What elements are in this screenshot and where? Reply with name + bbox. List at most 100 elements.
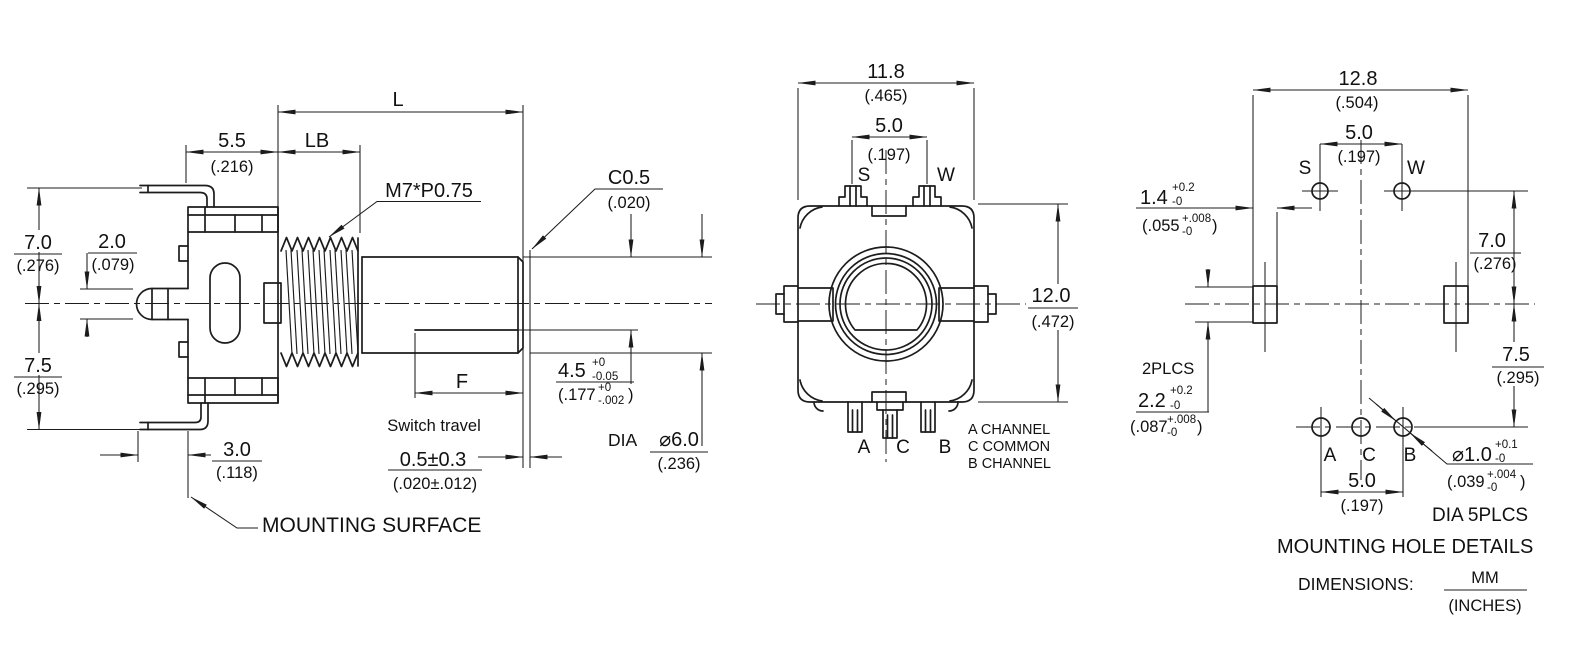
- dim-front-width-mm: 11.8: [867, 61, 904, 83]
- front-view-body: [775, 185, 997, 439]
- dim-hole-dia-in-tm: -0: [1487, 482, 1497, 494]
- label-mask: [1490, 342, 1538, 386]
- dim-shaft-dia-in: (.236): [657, 455, 700, 473]
- dim-flat-mm: 4.5: [558, 360, 586, 382]
- mount-dimensions: [1136, 87, 1533, 591]
- switch-travel-label: Switch travel: [387, 417, 481, 435]
- dim-mount-upper-mm: 7.0: [1478, 230, 1506, 252]
- dim-slot-height-in-tp: +.008: [1167, 414, 1196, 426]
- dim-hole-dia-tp: +0.1: [1495, 439, 1518, 451]
- front-view: 11.8 (.465) 5.0 (.197) S W 12.0 (.472) A…: [756, 61, 1078, 472]
- dia-word: DIA: [608, 430, 638, 450]
- dim-shaft-dia-mm: ⌀6.0: [659, 429, 699, 451]
- dim-shaft-length: L: [392, 89, 403, 111]
- dia-places-label: DIA 5PLCS: [1432, 505, 1528, 526]
- dim-hole-dia-in-cl: ): [1520, 473, 1526, 491]
- dim-travel-in: (.020±.012): [393, 475, 477, 493]
- dim-slot-height-in: (.087: [1130, 418, 1168, 436]
- label-mask: [13, 230, 65, 252]
- dim-slot-height-tp: +0.2: [1170, 385, 1193, 397]
- dim-pin-in: (.079): [91, 256, 134, 274]
- dim-flat-in-tol-minus: -.002: [598, 395, 624, 407]
- legend-b-channel: B CHANNEL: [968, 456, 1051, 472]
- dim-mount-lower-in: (.295): [1496, 369, 1539, 387]
- pin-label-s: S: [858, 165, 871, 186]
- dim-front-height-in: (.472): [1031, 313, 1074, 331]
- dim-flat-in-close: ): [628, 386, 634, 404]
- hole-c: [1351, 417, 1371, 437]
- dim-flat-length: F: [456, 371, 468, 393]
- dim-slot-height-mm: 2.2: [1138, 390, 1166, 412]
- front-dimensions: [797, 80, 1068, 403]
- dim-slot-width-in-tp: +.008: [1182, 213, 1211, 225]
- dim-pin-pitch-mm: 5.0: [875, 115, 903, 137]
- dim-front-height-mm: 12.0: [1032, 285, 1071, 307]
- dim-mount-width-in: (.504): [1335, 94, 1378, 112]
- dim-hole-dia-in: (.039: [1447, 473, 1485, 491]
- dim-mount-lower-mm: 7.5: [1502, 344, 1530, 366]
- dim-lower-height-in: (.295): [16, 380, 59, 398]
- dim-leg-offset-in: (.118): [216, 464, 258, 482]
- dim-lower-height-mm: 7.5: [24, 355, 52, 377]
- dim-acb-pitch-in: (.197): [1340, 497, 1383, 515]
- dim-front-width-in: (.465): [864, 87, 907, 105]
- dim-upper-height-mm: 7.0: [24, 232, 52, 254]
- dim-flat-tol-minus: -0.05: [592, 371, 618, 383]
- dimensions-label: DIMENSIONS:: [1298, 574, 1414, 594]
- legend-a-channel: A CHANNEL: [968, 422, 1050, 438]
- dim-flat-in: (.177: [558, 386, 596, 404]
- side-view-body: [135, 184, 524, 431]
- dim-flat-tol-plus: +0: [592, 357, 605, 369]
- dim-body-width-in: (.216): [210, 158, 253, 176]
- thread-hatch: [285, 249, 359, 355]
- dim-mount-width-mm: 12.8: [1339, 68, 1378, 90]
- hole-label-w: W: [1407, 158, 1425, 179]
- dim-hole-dia-mm: ⌀1.0: [1452, 444, 1492, 466]
- units-mm: MM: [1471, 569, 1499, 587]
- dim-slot-height-in-cl: ): [1197, 418, 1203, 436]
- mounting-view: 12.8 (.504) 5.0 (.197) S W 1.4 +0.2 -0 (…: [1130, 68, 1544, 591]
- label-mask: [13, 353, 65, 375]
- mounting-surface-label: MOUNTING SURFACE: [262, 514, 481, 537]
- dim-slot-width-in-tm: -0: [1182, 226, 1192, 238]
- dim-sw-pitch-in: (.197): [1337, 148, 1380, 166]
- legend-c-common: C COMMON: [968, 439, 1050, 455]
- dim-slot-height-in-tm: -0: [1167, 427, 1177, 439]
- side-view: L 5.5 (.216) LB M7*P0.75 C0.5 (.020) 7.0…: [13, 89, 712, 537]
- dim-pin-mm: 2.0: [98, 231, 126, 253]
- dim-flat-in-tol-plus: +0: [598, 382, 611, 394]
- dim-slot-width-mm: 1.4: [1140, 187, 1168, 209]
- mounting-view-title: MOUNTING HOLE DETAILS: [1277, 536, 1533, 558]
- hole-label-s: S: [1299, 158, 1312, 179]
- dim-slot-height-tm: -0: [1170, 400, 1180, 412]
- units-inches: (INCHES): [1448, 597, 1521, 615]
- dim-thread-length: LB: [305, 130, 329, 152]
- dim-slot-width-in: (.055: [1142, 217, 1180, 235]
- dim-hole-dia-in-tp: +.004: [1487, 469, 1517, 481]
- pin-label-c: C: [896, 437, 910, 458]
- thread-spec: M7*P0.75: [385, 180, 473, 202]
- side-dimensions: [14, 105, 712, 529]
- dim-acb-pitch-mm: 5.0: [1348, 470, 1376, 492]
- mount-fraction-bars: [1470, 252, 1544, 368]
- hole-label-b: B: [1404, 445, 1417, 466]
- dim-mount-upper-in: (.276): [1473, 255, 1516, 273]
- notes-block: DIMENSIONS: MM (INCHES): [1298, 569, 1522, 615]
- dim-body-width-mm: 5.5: [218, 130, 246, 152]
- dim-travel-mm: 0.5±0.3: [400, 449, 467, 471]
- dim-chamfer-in: (.020): [607, 194, 650, 212]
- dim-slot-width-in-cl: ): [1212, 217, 1218, 235]
- dim-leg-offset-mm: 3.0: [223, 439, 251, 461]
- slot-places-label: 2PLCS: [1142, 360, 1194, 378]
- hole-label-c: C: [1362, 445, 1376, 466]
- pin-label-w: W: [937, 165, 955, 186]
- pin-label-b: B: [939, 437, 952, 458]
- dim-hole-dia-tm: -0: [1495, 453, 1505, 465]
- dim-slot-width-tm: -0: [1172, 196, 1182, 208]
- dim-chamfer-mm: C0.5: [608, 167, 650, 189]
- dim-sw-pitch-mm: 5.0: [1345, 122, 1373, 144]
- dim-upper-height-in: (.276): [16, 257, 59, 275]
- hole-label-a: A: [1324, 445, 1337, 466]
